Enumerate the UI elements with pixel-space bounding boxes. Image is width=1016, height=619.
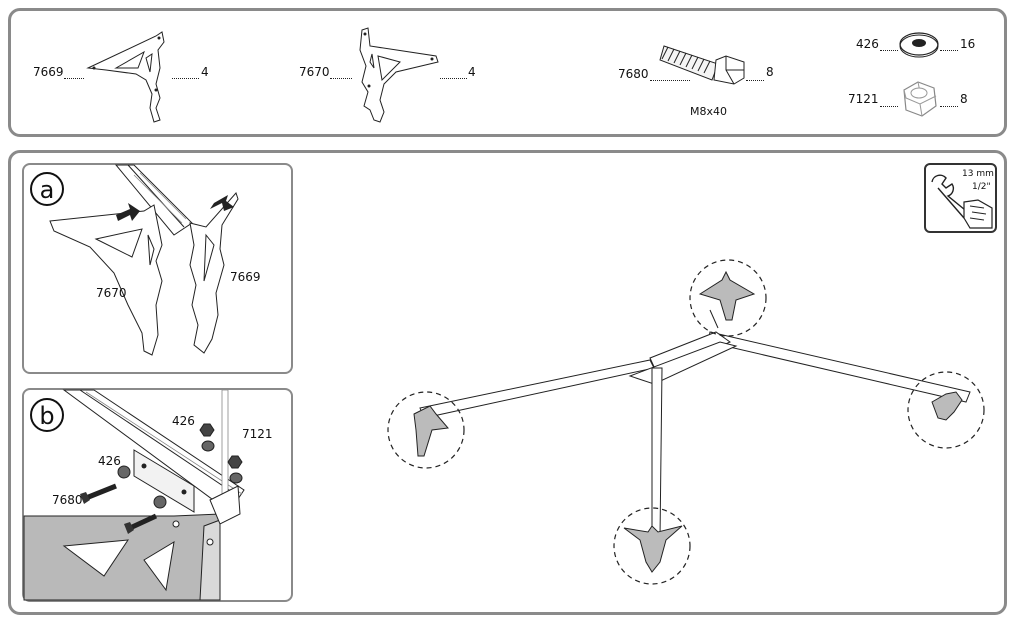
bolt-spec: M8x40 [690,105,727,118]
step-b-label-7680: 7680 [52,493,83,507]
part-7670-qty: 4 [468,65,476,79]
part-7680-qty: 8 [766,65,774,79]
bracket-7669-icon [86,31,165,123]
step-b-label-426-left: 426 [98,454,121,468]
leader-line [940,106,958,107]
leader-line [650,80,690,81]
step-b-illustration [23,389,245,601]
part-7680-code: 7680 [618,67,649,81]
washer-icon [899,32,939,58]
part-426-qty: 16 [960,37,976,51]
part-7669-code: 7669 [33,65,64,79]
leader-line [64,78,84,79]
parts-list-panel [8,8,1007,137]
step-a-label-7670: 7670 [96,286,127,300]
leader-line [880,106,898,107]
leader-line [440,78,467,79]
step-b-label-7121: 7121 [242,427,273,441]
part-426-code: 426 [856,37,879,51]
leader-line [880,50,898,51]
wrench-icon [931,174,993,229]
leader-line [746,80,764,81]
bracket-7670-icon [359,27,439,123]
bolt-icon [659,45,745,85]
step-a-illustration [49,164,239,356]
part-7669-qty: 4 [201,65,209,79]
step-a-badge: a [30,172,64,206]
part-7121-code: 7121 [848,92,879,106]
leader-line [940,50,958,51]
step-b-label-426-top: 426 [172,414,195,428]
part-7121-qty: 8 [960,92,968,106]
frame-overview [387,259,985,585]
part-7670-code: 7670 [299,65,330,79]
leader-line [172,78,199,79]
step-b-badge: b [30,398,64,432]
tool-size-in: 1/2" [972,182,991,192]
step-a-label-7669: 7669 [230,270,261,284]
nut-icon [903,81,937,117]
leader-line [330,78,352,79]
tool-size-mm: 13 mm [962,169,994,179]
